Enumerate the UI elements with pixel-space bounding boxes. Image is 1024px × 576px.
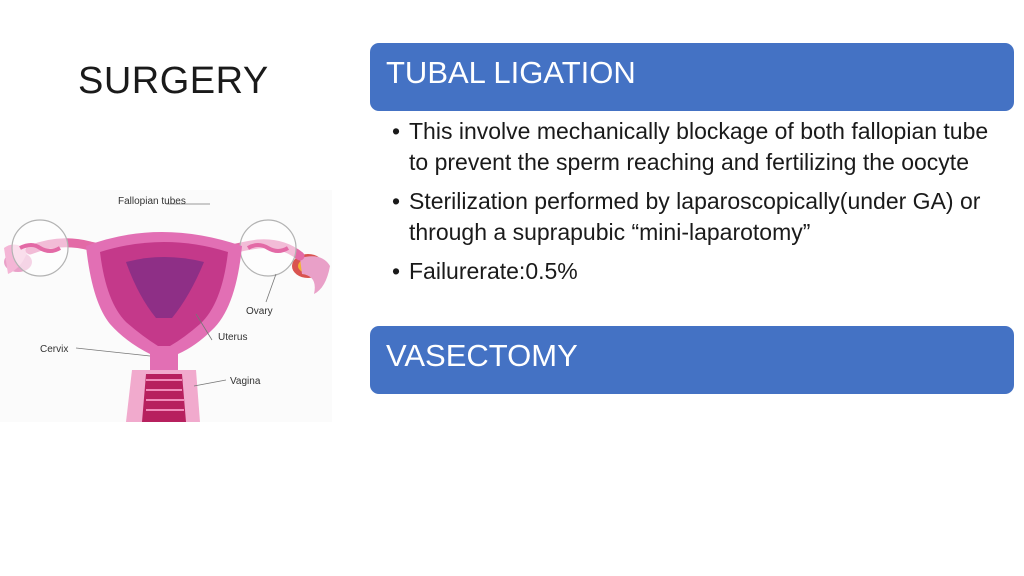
section-header-vasectomy: VASECTOMY (370, 326, 1014, 394)
uterus-diagram: Fallopian tubes Ovary Uterus Cervix Vagi… (0, 190, 332, 422)
section-header-tubal-ligation: TUBAL LIGATION (370, 43, 1014, 111)
label-uterus: Uterus (218, 332, 247, 343)
slide-title: SURGERY (78, 60, 269, 102)
bullet-list: This involve mechanically blockage of bo… (392, 116, 1012, 295)
label-ovary: Ovary (246, 306, 273, 317)
bullet-item: Failurerate:0.5% (392, 256, 1012, 287)
bullet-item: This involve mechanically blockage of bo… (392, 116, 1012, 178)
bullet-item: Sterilization performed by laparoscopica… (392, 186, 1012, 248)
label-cervix: Cervix (40, 344, 68, 355)
label-vagina: Vagina (230, 376, 261, 387)
label-fallopian-tubes: Fallopian tubes (118, 196, 186, 207)
